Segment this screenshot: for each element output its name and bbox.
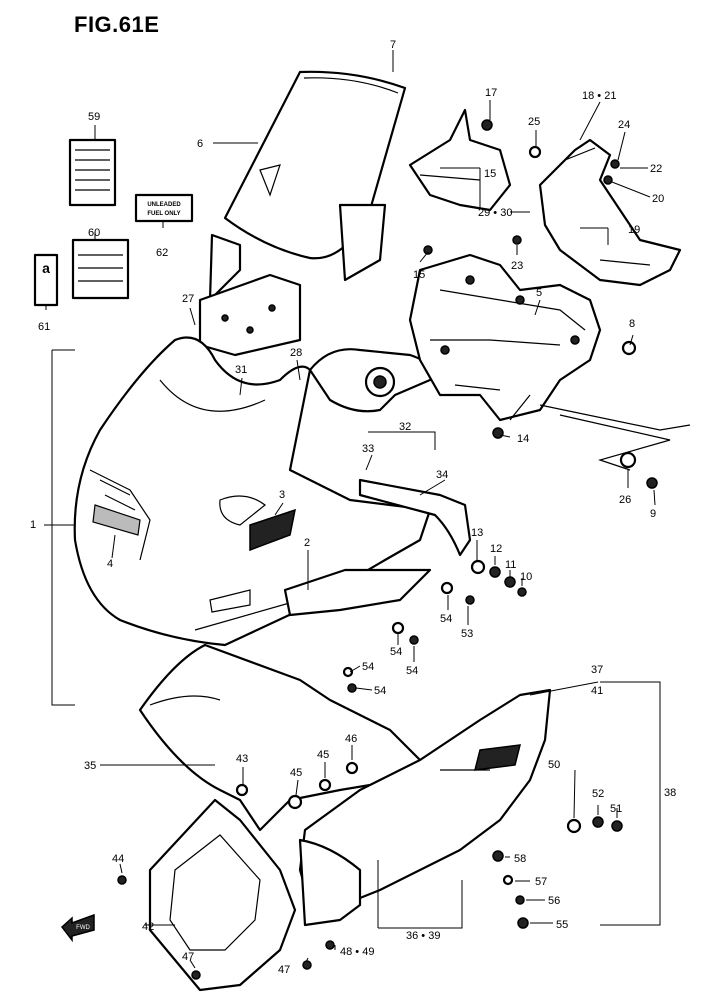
label-9: 9 bbox=[650, 508, 656, 520]
label-13: 13 bbox=[471, 527, 483, 539]
label-26: 26 bbox=[619, 494, 631, 506]
label-8: 8 bbox=[629, 318, 635, 330]
label-57: 57 bbox=[535, 876, 547, 888]
label-22: 22 bbox=[650, 163, 662, 175]
label-53-b: 54 bbox=[374, 685, 386, 697]
label-38: 38 bbox=[664, 787, 676, 799]
figure-title: FIG.61E bbox=[74, 12, 160, 37]
label-54-b: 54 bbox=[390, 646, 402, 658]
decal-61-glyph: a bbox=[42, 260, 50, 276]
label-31: 31 bbox=[235, 364, 247, 376]
label-50: 51 bbox=[610, 803, 622, 815]
label-25: 25 bbox=[528, 116, 540, 128]
label-23: 23 bbox=[511, 260, 523, 272]
upper-cowling bbox=[73, 336, 432, 647]
label-6: 6 bbox=[197, 138, 203, 150]
label-35: 35 bbox=[84, 760, 96, 772]
label-5: 5 bbox=[536, 287, 542, 299]
label-3: 3 bbox=[279, 489, 285, 501]
label-41: 42 bbox=[142, 921, 154, 933]
label-45-a: 45 bbox=[317, 749, 329, 761]
label-54-c: 54 bbox=[362, 661, 374, 673]
fwd-arrow bbox=[60, 913, 95, 943]
label-47-b: 48 • 49 bbox=[340, 946, 374, 958]
label-34: 34 bbox=[436, 469, 448, 481]
label-59: 59 bbox=[88, 111, 100, 123]
label-42: 44 bbox=[112, 853, 124, 865]
label-24: 24 bbox=[618, 119, 630, 131]
fwd-arrow-text: FWD bbox=[76, 925, 90, 931]
label-27: 27 bbox=[182, 293, 194, 305]
label-32: 32 bbox=[399, 421, 411, 433]
label-53-a: 54 bbox=[406, 665, 418, 677]
label-44: 45 bbox=[290, 767, 302, 779]
label-4: 4 bbox=[107, 558, 113, 570]
middle-cowling-strip bbox=[283, 478, 472, 617]
part-number-labels: 7 6 17 18 • 21 25 24 22 20 15 19 29 • 30… bbox=[30, 39, 676, 976]
label-28: 28 bbox=[290, 347, 302, 359]
label-16: 15 bbox=[484, 168, 496, 180]
decal-62-line1: UNLEADED bbox=[147, 202, 181, 208]
label-43: 43 bbox=[236, 753, 248, 765]
label-52: 53 bbox=[461, 628, 473, 640]
lower-side-panel bbox=[148, 798, 297, 992]
label-60: 60 bbox=[88, 227, 100, 239]
label-46: 47 bbox=[182, 951, 194, 963]
decal-62-line2: FUEL ONLY bbox=[147, 211, 180, 217]
label-19: 19 bbox=[628, 224, 640, 236]
label-1: 1 bbox=[30, 519, 36, 531]
decal-60 bbox=[71, 238, 130, 300]
label-2: 2 bbox=[304, 537, 310, 549]
under-cowling bbox=[298, 838, 362, 927]
stay-bracket bbox=[308, 348, 434, 413]
air-duct-left bbox=[408, 108, 512, 212]
label-56: 56 bbox=[548, 895, 560, 907]
label-33: 33 bbox=[362, 443, 374, 455]
label-36-39: 36 • 39 bbox=[406, 930, 440, 942]
label-55: 55 bbox=[556, 919, 568, 931]
meter-panel bbox=[198, 203, 387, 357]
label-14: 14 bbox=[517, 433, 529, 445]
label-18-21: 18 • 21 bbox=[582, 90, 616, 102]
label-62: 62 bbox=[156, 247, 168, 259]
label-45-b: 46 bbox=[345, 733, 357, 745]
fasteners bbox=[117, 119, 658, 980]
decal-62 bbox=[134, 193, 194, 223]
label-47-a: 47 bbox=[278, 964, 290, 976]
label-37: 37 bbox=[591, 664, 603, 676]
leader-lines bbox=[44, 50, 661, 969]
label-11: 11 bbox=[505, 559, 516, 571]
label-15: 15 bbox=[413, 269, 425, 281]
decal-59 bbox=[68, 138, 117, 207]
label-20: 20 bbox=[652, 193, 664, 205]
label-40: 41 bbox=[591, 685, 603, 697]
label-29-30: 29 • 30 bbox=[478, 207, 512, 219]
label-17: 17 bbox=[485, 87, 497, 99]
label-58: 58 bbox=[514, 853, 526, 865]
label-12: 12 bbox=[490, 543, 502, 555]
label-48-49: 50 bbox=[548, 759, 560, 771]
label-7: 7 bbox=[390, 39, 396, 51]
label-51: 52 bbox=[592, 788, 604, 800]
air-duct-right bbox=[538, 138, 682, 287]
label-61: 61 bbox=[38, 321, 50, 333]
cowling-brace-frame bbox=[408, 253, 691, 471]
label-54-a: 54 bbox=[440, 613, 452, 625]
label-10: 10 bbox=[520, 571, 532, 583]
